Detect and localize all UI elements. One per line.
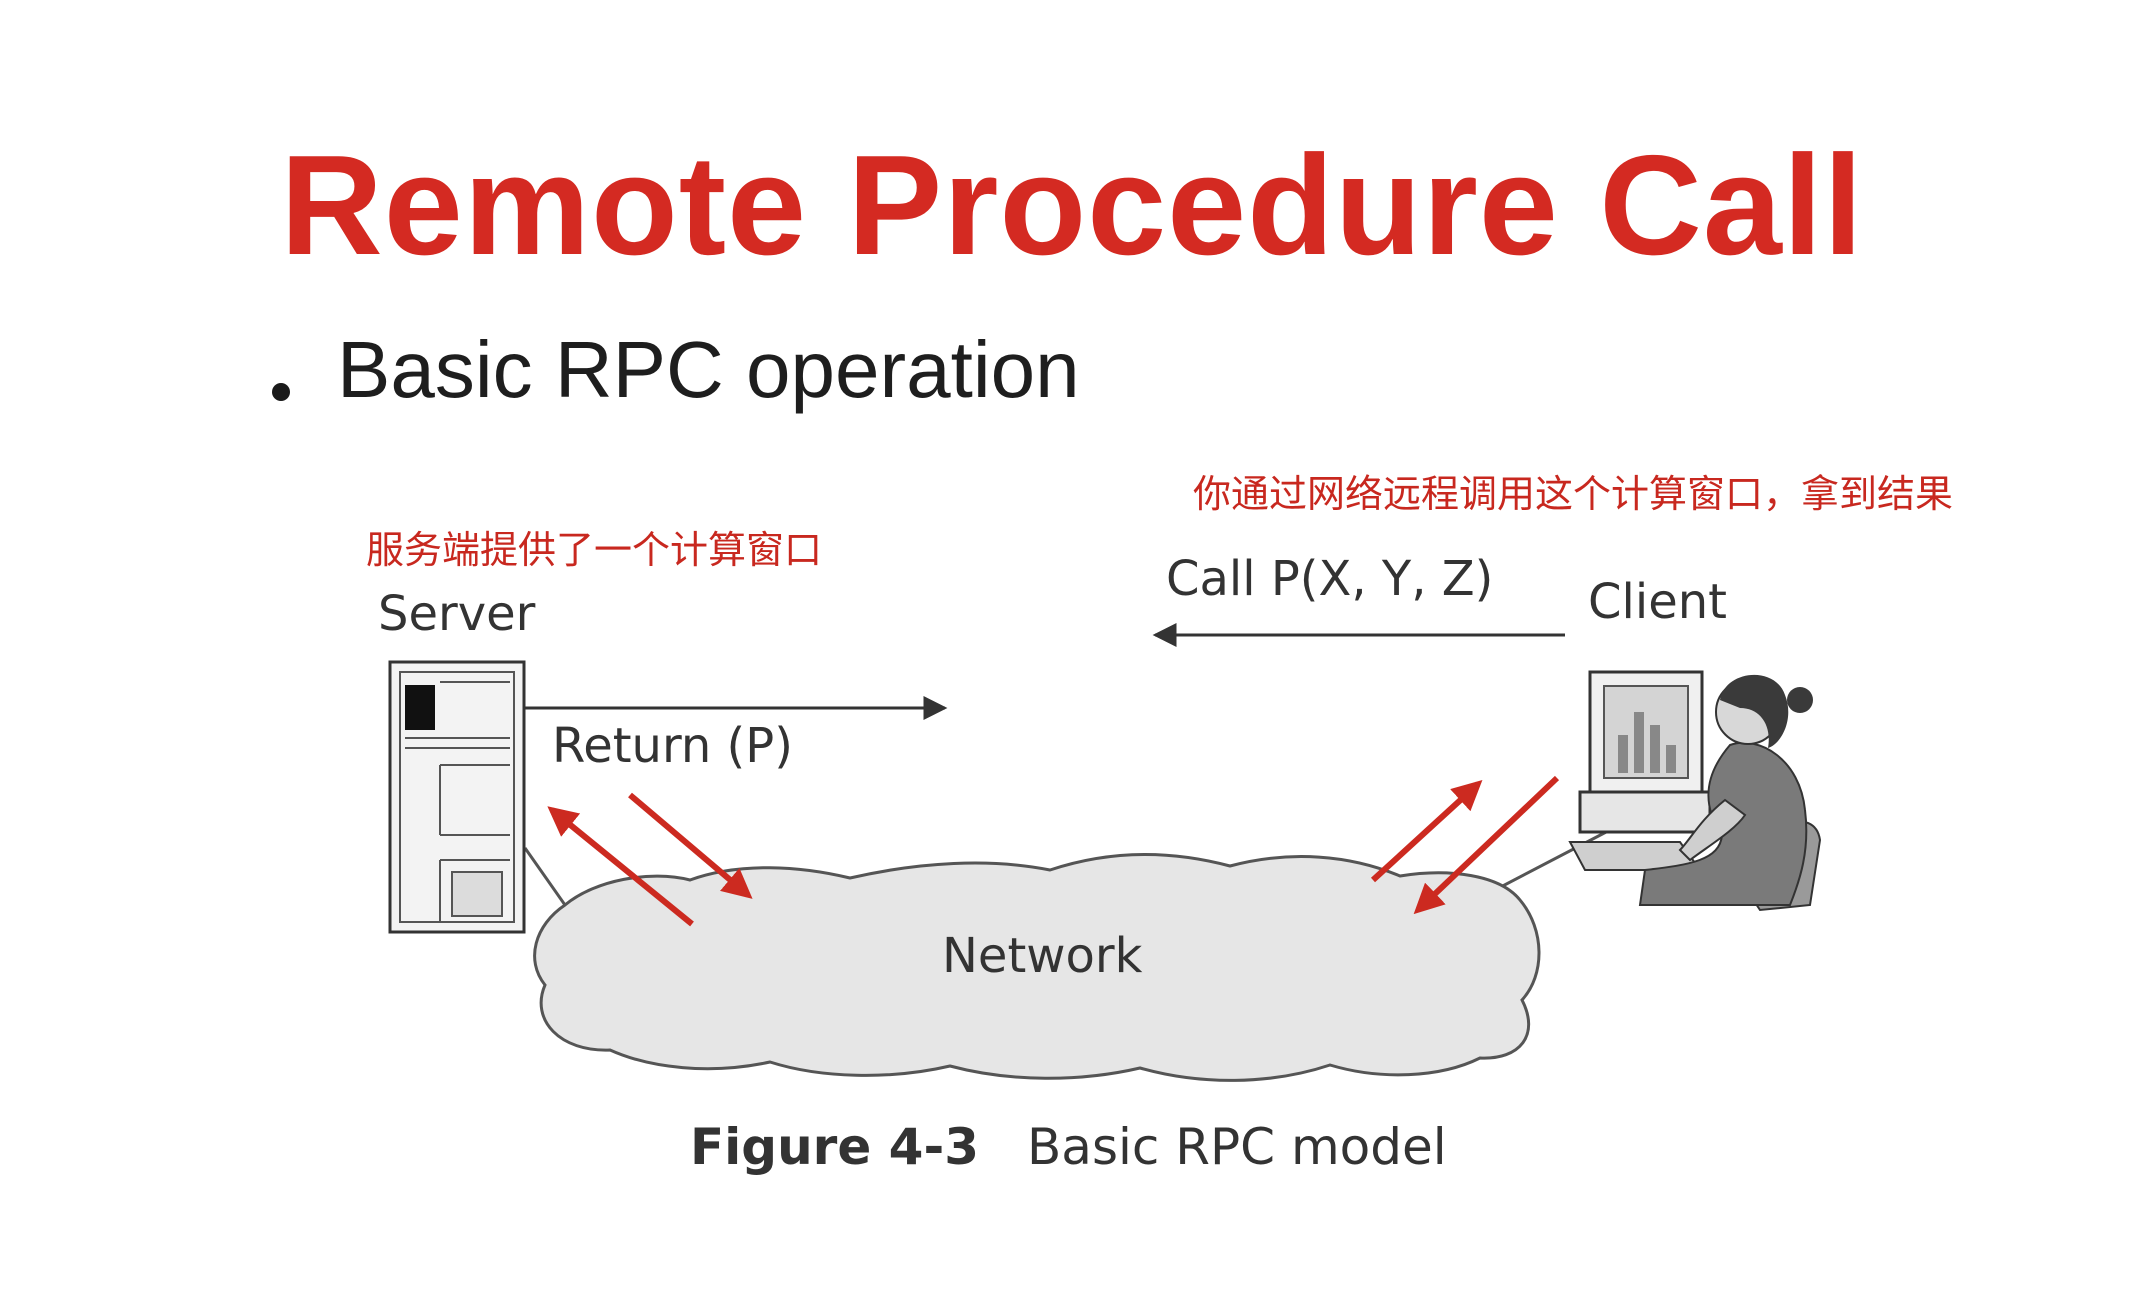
return-label: Return (P) [552,718,793,774]
figure-number: Figure 4-3 [690,1118,979,1176]
red-arrow-client-down [1413,775,1560,915]
slide-title: Remote Procedure Call [280,126,1864,285]
network-label: Network [942,928,1143,984]
client-network-link [1494,828,1611,892]
server-network-link [523,847,567,906]
client-user-icon [1568,670,1822,912]
server-icon [388,660,526,934]
server-label: Server [378,586,536,642]
client-annotation: 你通过网络远程调用这个计算窗口，拿到结果 [1193,472,1954,516]
call-label: Call P(X, Y, Z) [1166,551,1494,607]
network-cloud [533,853,1541,1082]
bullet-dot [272,383,290,401]
client-label: Client [1588,574,1727,630]
red-arrow-server-up [547,806,694,927]
bullet-text: Basic RPC operation [337,325,1080,414]
figure-caption-text: Basic RPC model [1027,1118,1447,1176]
red-arrow-client-up [1370,779,1483,883]
red-arrow-server-down [628,792,753,899]
server-annotation: 服务端提供了一个计算窗口 [366,528,823,572]
